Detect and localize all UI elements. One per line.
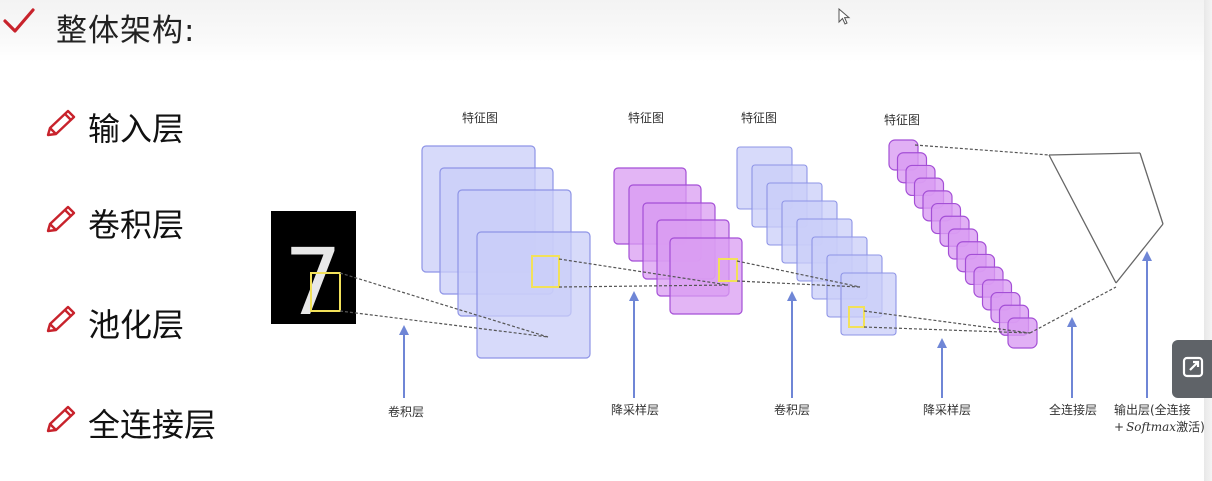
fc-connection-line — [1048, 154, 1117, 284]
mouse-cursor-icon — [838, 8, 851, 25]
resize-icon — [1182, 356, 1204, 378]
stage-arrow-head — [1067, 317, 1077, 327]
projection-line — [558, 258, 729, 286]
conv2-highlight — [848, 306, 865, 328]
fc-connection-line — [1048, 152, 1141, 156]
stage-label-conv2: 卷积层 — [774, 402, 810, 417]
stage-label-conv1: 卷积层 — [388, 404, 424, 419]
feature-map-label-3: 特征图 — [741, 110, 777, 125]
stage-label-fc: 全连接层 — [1049, 402, 1097, 417]
conv1-highlight — [531, 255, 560, 288]
slide-title: 整体架构: — [56, 13, 196, 49]
projection-line — [558, 284, 729, 288]
stage-arrow — [399, 325, 409, 398]
input-receptive-field — [310, 272, 341, 312]
stage-arrow-head — [629, 291, 639, 301]
feature-map-label-2: 特征图 — [628, 110, 664, 125]
projection-line — [863, 326, 1031, 334]
pool1-highlight — [718, 258, 738, 282]
fc-connection-line — [1115, 223, 1164, 284]
stage-arrow — [787, 291, 797, 398]
stage-arrow — [1067, 317, 1077, 398]
bullet-label: 输入层 — [88, 110, 185, 148]
pencil-icon — [46, 109, 76, 137]
fc-connection-line — [1139, 152, 1164, 225]
projection-line — [863, 310, 1031, 334]
pool2-feature-map — [1007, 317, 1038, 349]
stage-arrow-head — [1142, 251, 1152, 261]
stage-arrow-head — [937, 338, 947, 348]
bullet-label: 全连接层 — [88, 406, 217, 444]
stage-label-pool1: 降采样层 — [611, 402, 659, 417]
projection-line — [914, 144, 1050, 156]
bullet-label: 卷积层 — [88, 206, 185, 244]
input-image — [271, 211, 356, 324]
feature-map-label-4: 特征图 — [884, 112, 920, 127]
input-digit: 7 — [284, 229, 343, 336]
output-activation: 激活) — [1176, 420, 1205, 434]
conv2-feature-map — [840, 272, 897, 336]
pencil-icon — [46, 205, 76, 233]
side-panel-button[interactable] — [1172, 340, 1212, 398]
output-plus: + — [1114, 420, 1124, 434]
projection-line — [339, 272, 549, 338]
bullet-label: 池化层 — [88, 306, 185, 344]
pool1-feature-map — [669, 237, 743, 315]
stage-arrow-head — [787, 291, 797, 301]
stage-arrow-head — [399, 325, 409, 335]
stage-arrow — [1142, 251, 1152, 398]
stage-label-output-line1: 输出层(全连接 — [1114, 402, 1191, 417]
output-softmax: Softmax — [1126, 420, 1176, 434]
pencil-icon — [46, 405, 76, 433]
window-edge — [1204, 0, 1212, 481]
projection-line — [736, 280, 861, 288]
stage-label-output-line2: +Softmax激活) — [1114, 420, 1205, 434]
pencil-icon — [46, 305, 76, 333]
feature-map-label-1: 特征图 — [462, 110, 498, 125]
conv1-feature-map — [476, 231, 591, 359]
stage-arrow — [937, 338, 947, 398]
projection-line — [736, 260, 861, 288]
checkmark-icon — [3, 8, 35, 33]
stage-arrow — [629, 291, 639, 398]
projection-line — [1029, 286, 1117, 334]
stage-label-pool2: 降采样层 — [923, 402, 971, 417]
title-bar — [0, 0, 1212, 62]
